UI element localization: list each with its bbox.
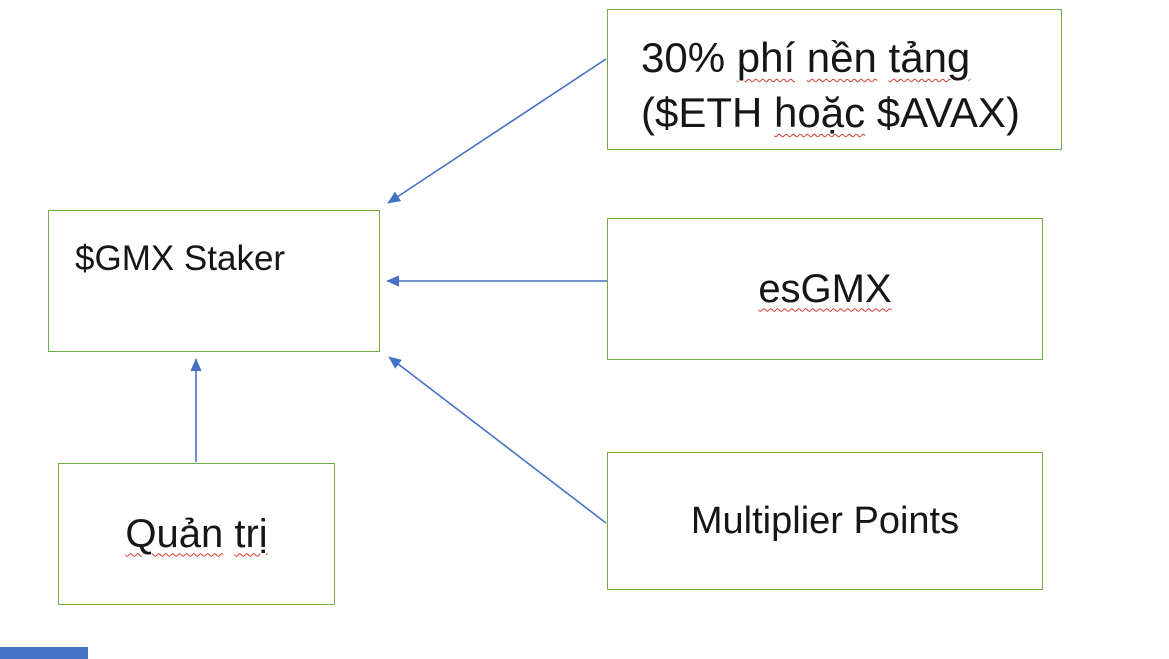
platform-fee-line-1: 30% phí nền tảng (641, 30, 1051, 85)
node-platform-fee: 30% phí nền tảng ($ETH hoặc $AVAX) (607, 9, 1062, 150)
space (877, 34, 889, 81)
platform-fee-text-misspelled: hoặc (774, 89, 866, 136)
arrow-multiplier-points-to-staker (388, 356, 607, 524)
bottom-left-accent-bar (0, 647, 88, 659)
space (223, 512, 234, 556)
space (795, 34, 807, 81)
node-gmx-staker: $GMX Staker (48, 210, 380, 352)
platform-fee-text-misspelled: phí (736, 34, 796, 81)
governance-label: Quản trị (125, 512, 267, 557)
platform-fee-text-misspelled: tảng (888, 34, 971, 81)
platform-fee-text: $AVAX) (865, 89, 1020, 136)
arrow-platform-fee-to-staker (387, 58, 607, 204)
node-governance: Quản trị (58, 463, 335, 605)
governance-word-misspelled: Quản (125, 511, 224, 556)
node-multiplier-points: Multiplier Points (607, 452, 1043, 590)
node-esgmx: esGMX (607, 218, 1043, 360)
gmx-staker-label: $GMX Staker (75, 239, 286, 278)
platform-fee-text: ($ETH (641, 89, 775, 136)
platform-fee-text: 30% (641, 34, 737, 81)
platform-fee-text-misspelled: nền (806, 34, 877, 81)
esgmx-label: esGMX (758, 266, 892, 311)
platform-fee-line-2: ($ETH hoặc $AVAX) (641, 85, 1051, 140)
governance-word-misspelled: trị (234, 511, 268, 556)
multiplier-points-label: Multiplier Points (690, 499, 960, 542)
